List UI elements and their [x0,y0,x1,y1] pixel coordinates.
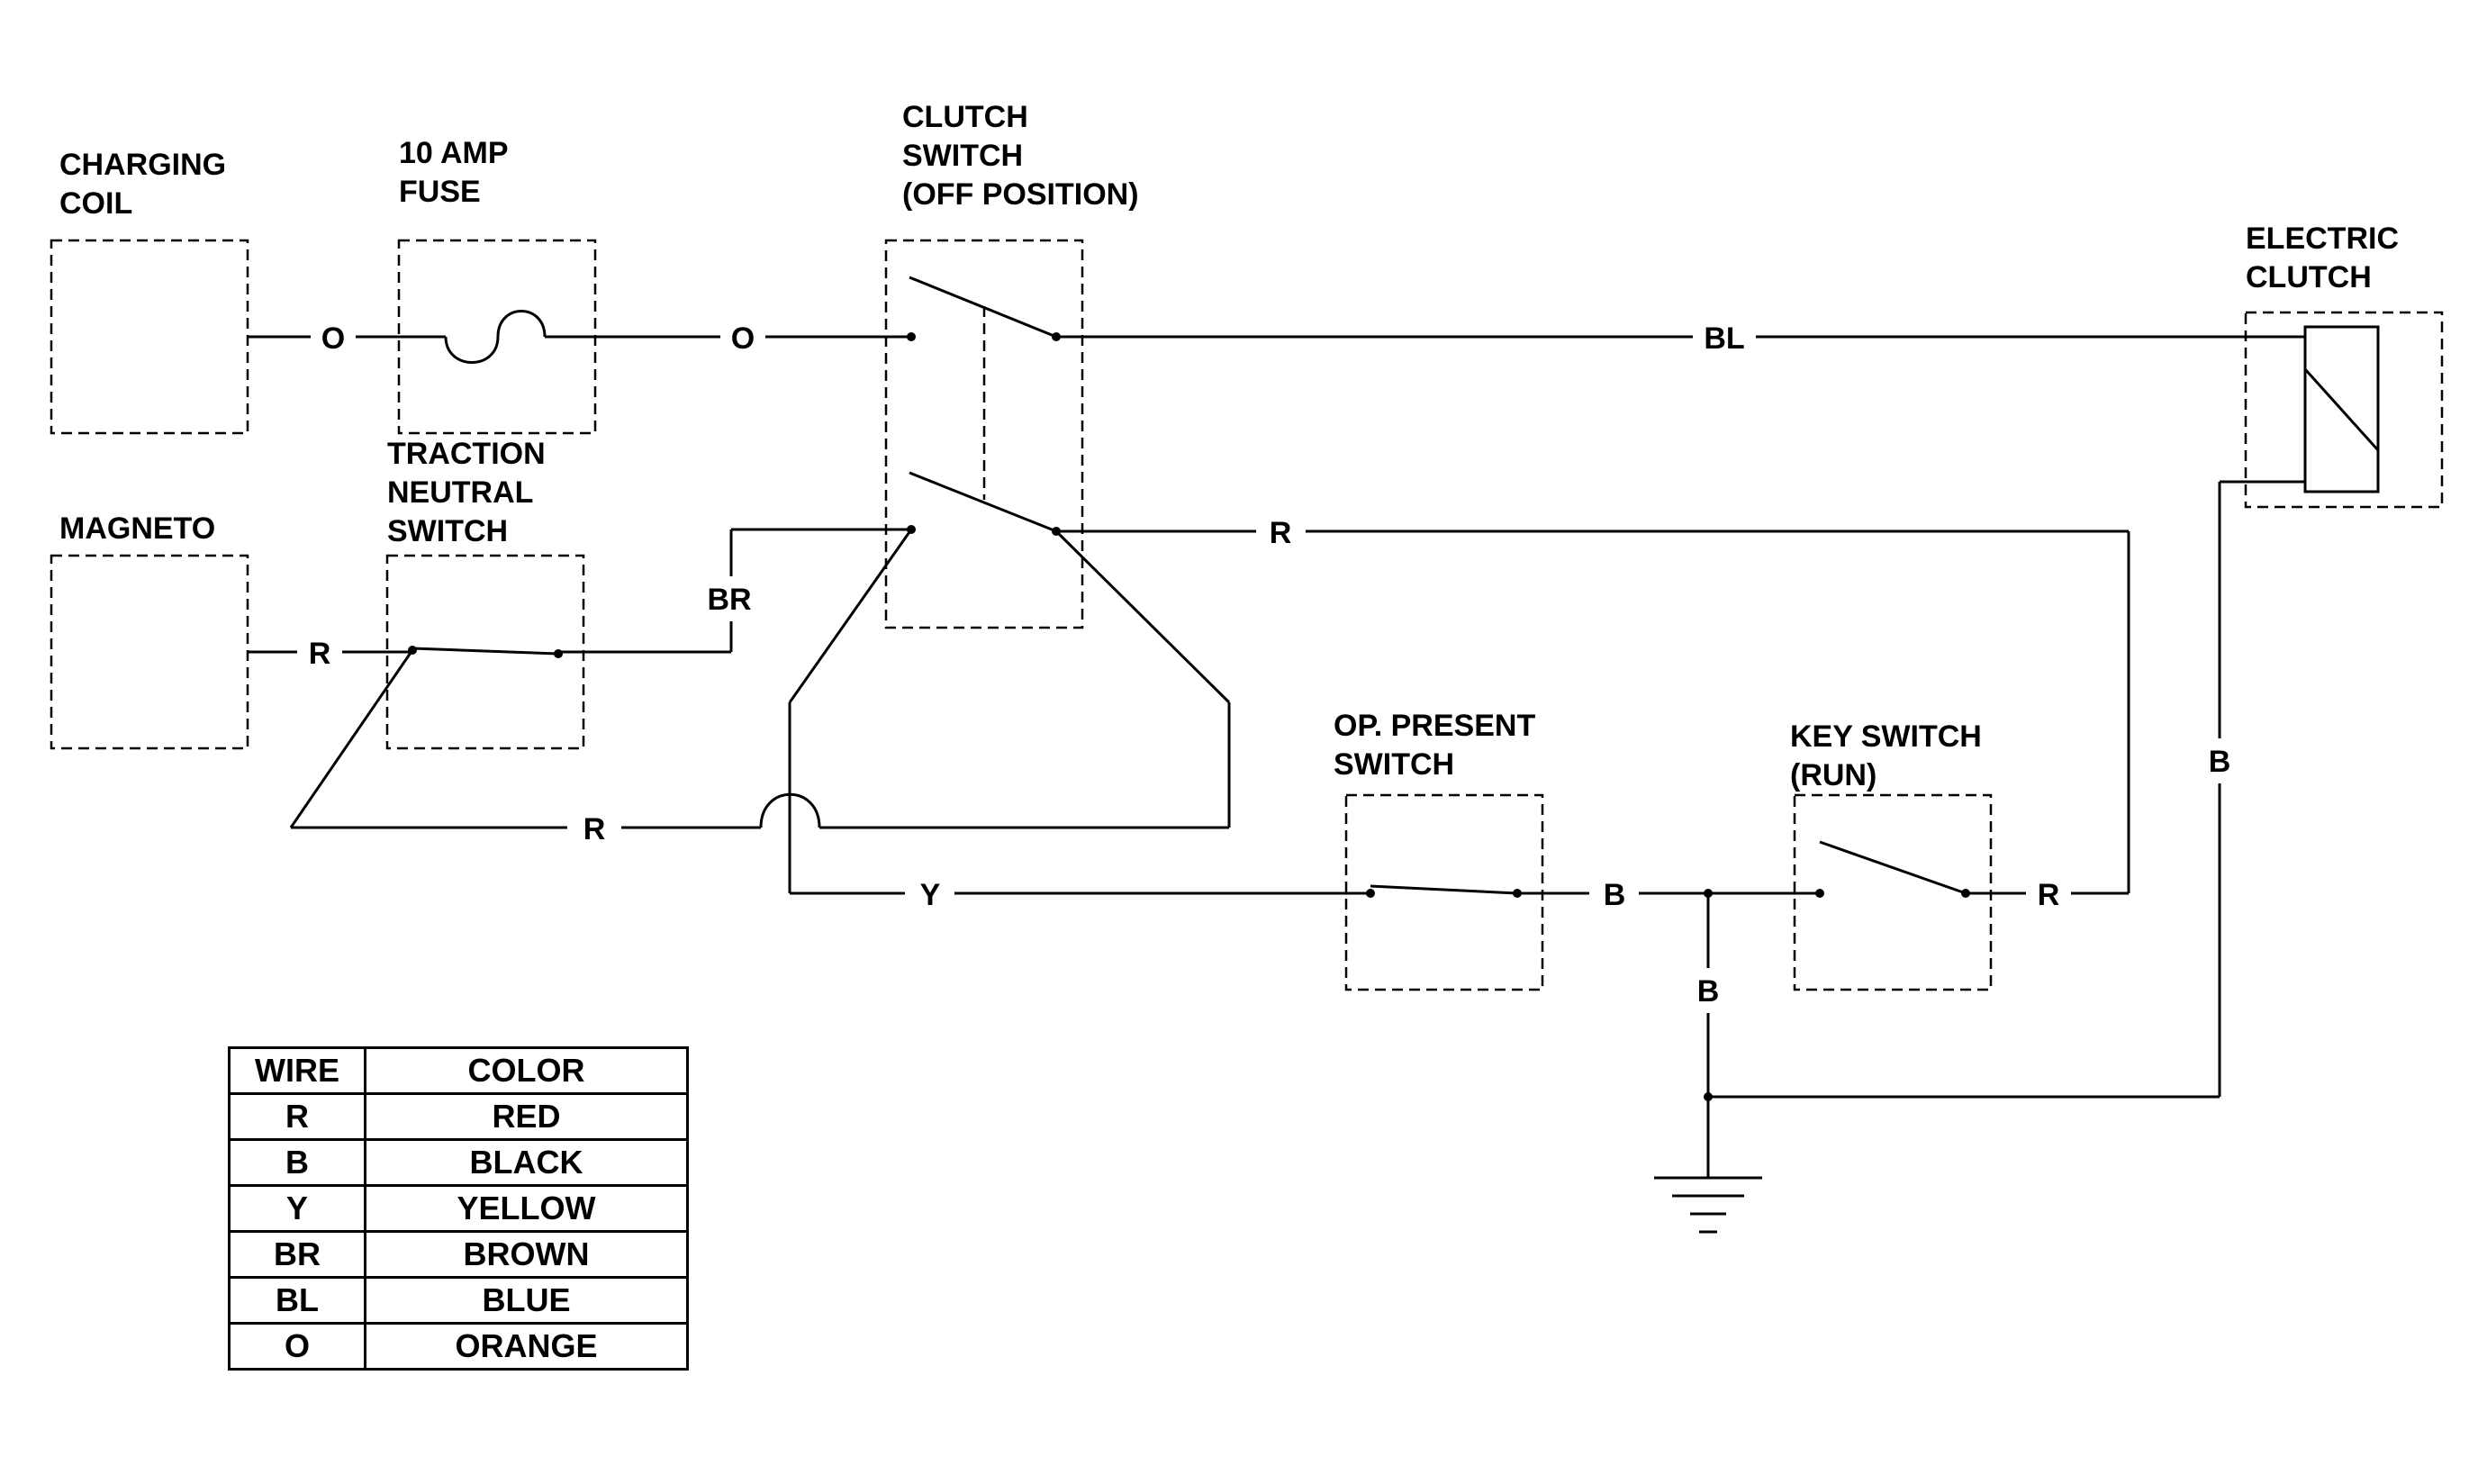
magneto-box [50,554,249,750]
wire-label-o-2: O [731,321,755,356]
lower-loop-wires [289,529,1231,893]
svg-text:TRACTION: TRACTION [387,437,546,471]
svg-text:COIL: COIL [59,186,132,221]
wire-label-r-loop: R [583,812,606,846]
fuse-label: 10 AMP FUSE [399,136,509,209]
magneto-wire [248,471,2130,895]
electric-clutch-box [2244,311,2444,509]
legend-wire: O [228,1322,366,1371]
yellow-wire [790,840,2026,1178]
key-switch-label: KEY SWITCH (RUN) [1790,719,1982,792]
legend-color: BROWN [364,1230,689,1279]
legend-wire: R [228,1092,366,1141]
charging-coil-box [50,239,249,435]
legend-color: RED [364,1092,689,1141]
wire-label-bl: BL [1704,321,1744,356]
wire-label-o-1: O [321,321,345,356]
wire-label-r-clutch: R [1270,516,1292,550]
legend-color: BLACK [364,1138,689,1187]
op-present-switch-label: OP. PRESENT SWITCH [1334,709,1535,782]
svg-text:10 AMP: 10 AMP [399,136,509,170]
magneto-label: MAGNETO [59,511,215,546]
svg-text:CLUTCH: CLUTCH [902,100,1028,134]
wire-label-b-op: B [1604,878,1626,912]
legend-color: YELLOW [364,1184,689,1233]
ground-symbol [1654,1176,1762,1234]
wire-label-b-drop: B [1697,974,1720,1009]
legend-wire: BL [228,1276,366,1325]
legend-wire: BR [228,1230,366,1279]
clutch-switch-label: CLUTCH SWITCH (OFF POSITION) [902,100,1139,212]
traction-neutral-switch-label: TRACTION NEUTRAL SWITCH [387,437,546,548]
wire-label-b-clutch: B [2209,745,2231,779]
legend-header-wire: WIRE [228,1046,366,1095]
legend-wire: B [228,1138,366,1187]
svg-text:(RUN): (RUN) [1790,758,1877,792]
wire-label-y: Y [920,878,941,912]
top-wire [248,276,2305,364]
legend-color: BLUE [364,1276,689,1325]
svg-text:MAGNETO: MAGNETO [59,511,215,546]
svg-text:ELECTRIC: ELECTRIC [2246,222,2399,256]
svg-text:CLUTCH: CLUTCH [2246,260,2372,294]
svg-text:KEY SWITCH: KEY SWITCH [1790,719,1982,754]
svg-text:CHARGING: CHARGING [59,148,226,182]
svg-text:SWITCH: SWITCH [902,139,1023,173]
svg-text:SWITCH: SWITCH [1334,747,1454,782]
svg-text:(OFF POSITION): (OFF POSITION) [902,177,1139,212]
clutch-coil-symbol [1708,325,2380,1099]
legend-header-row: WIRE COLOR [228,1046,689,1095]
svg-text:OP. PRESENT: OP. PRESENT [1334,709,1535,743]
svg-text:FUSE: FUSE [399,175,481,209]
wire-label-r-magneto: R [309,637,331,671]
svg-text:NEUTRAL: NEUTRAL [387,475,533,510]
legend-color: ORANGE [364,1322,689,1371]
wire-label-br: BR [707,583,751,617]
charging-coil-label: CHARGING COIL [59,148,226,221]
fuse-symbol [444,310,547,364]
wire-label-r-key: R [2038,878,2060,912]
legend-wire: Y [228,1184,366,1233]
svg-text:SWITCH: SWITCH [387,514,508,548]
legend-header-color: COLOR [364,1046,689,1095]
electric-clutch-label: ELECTRIC CLUTCH [2246,222,2399,294]
